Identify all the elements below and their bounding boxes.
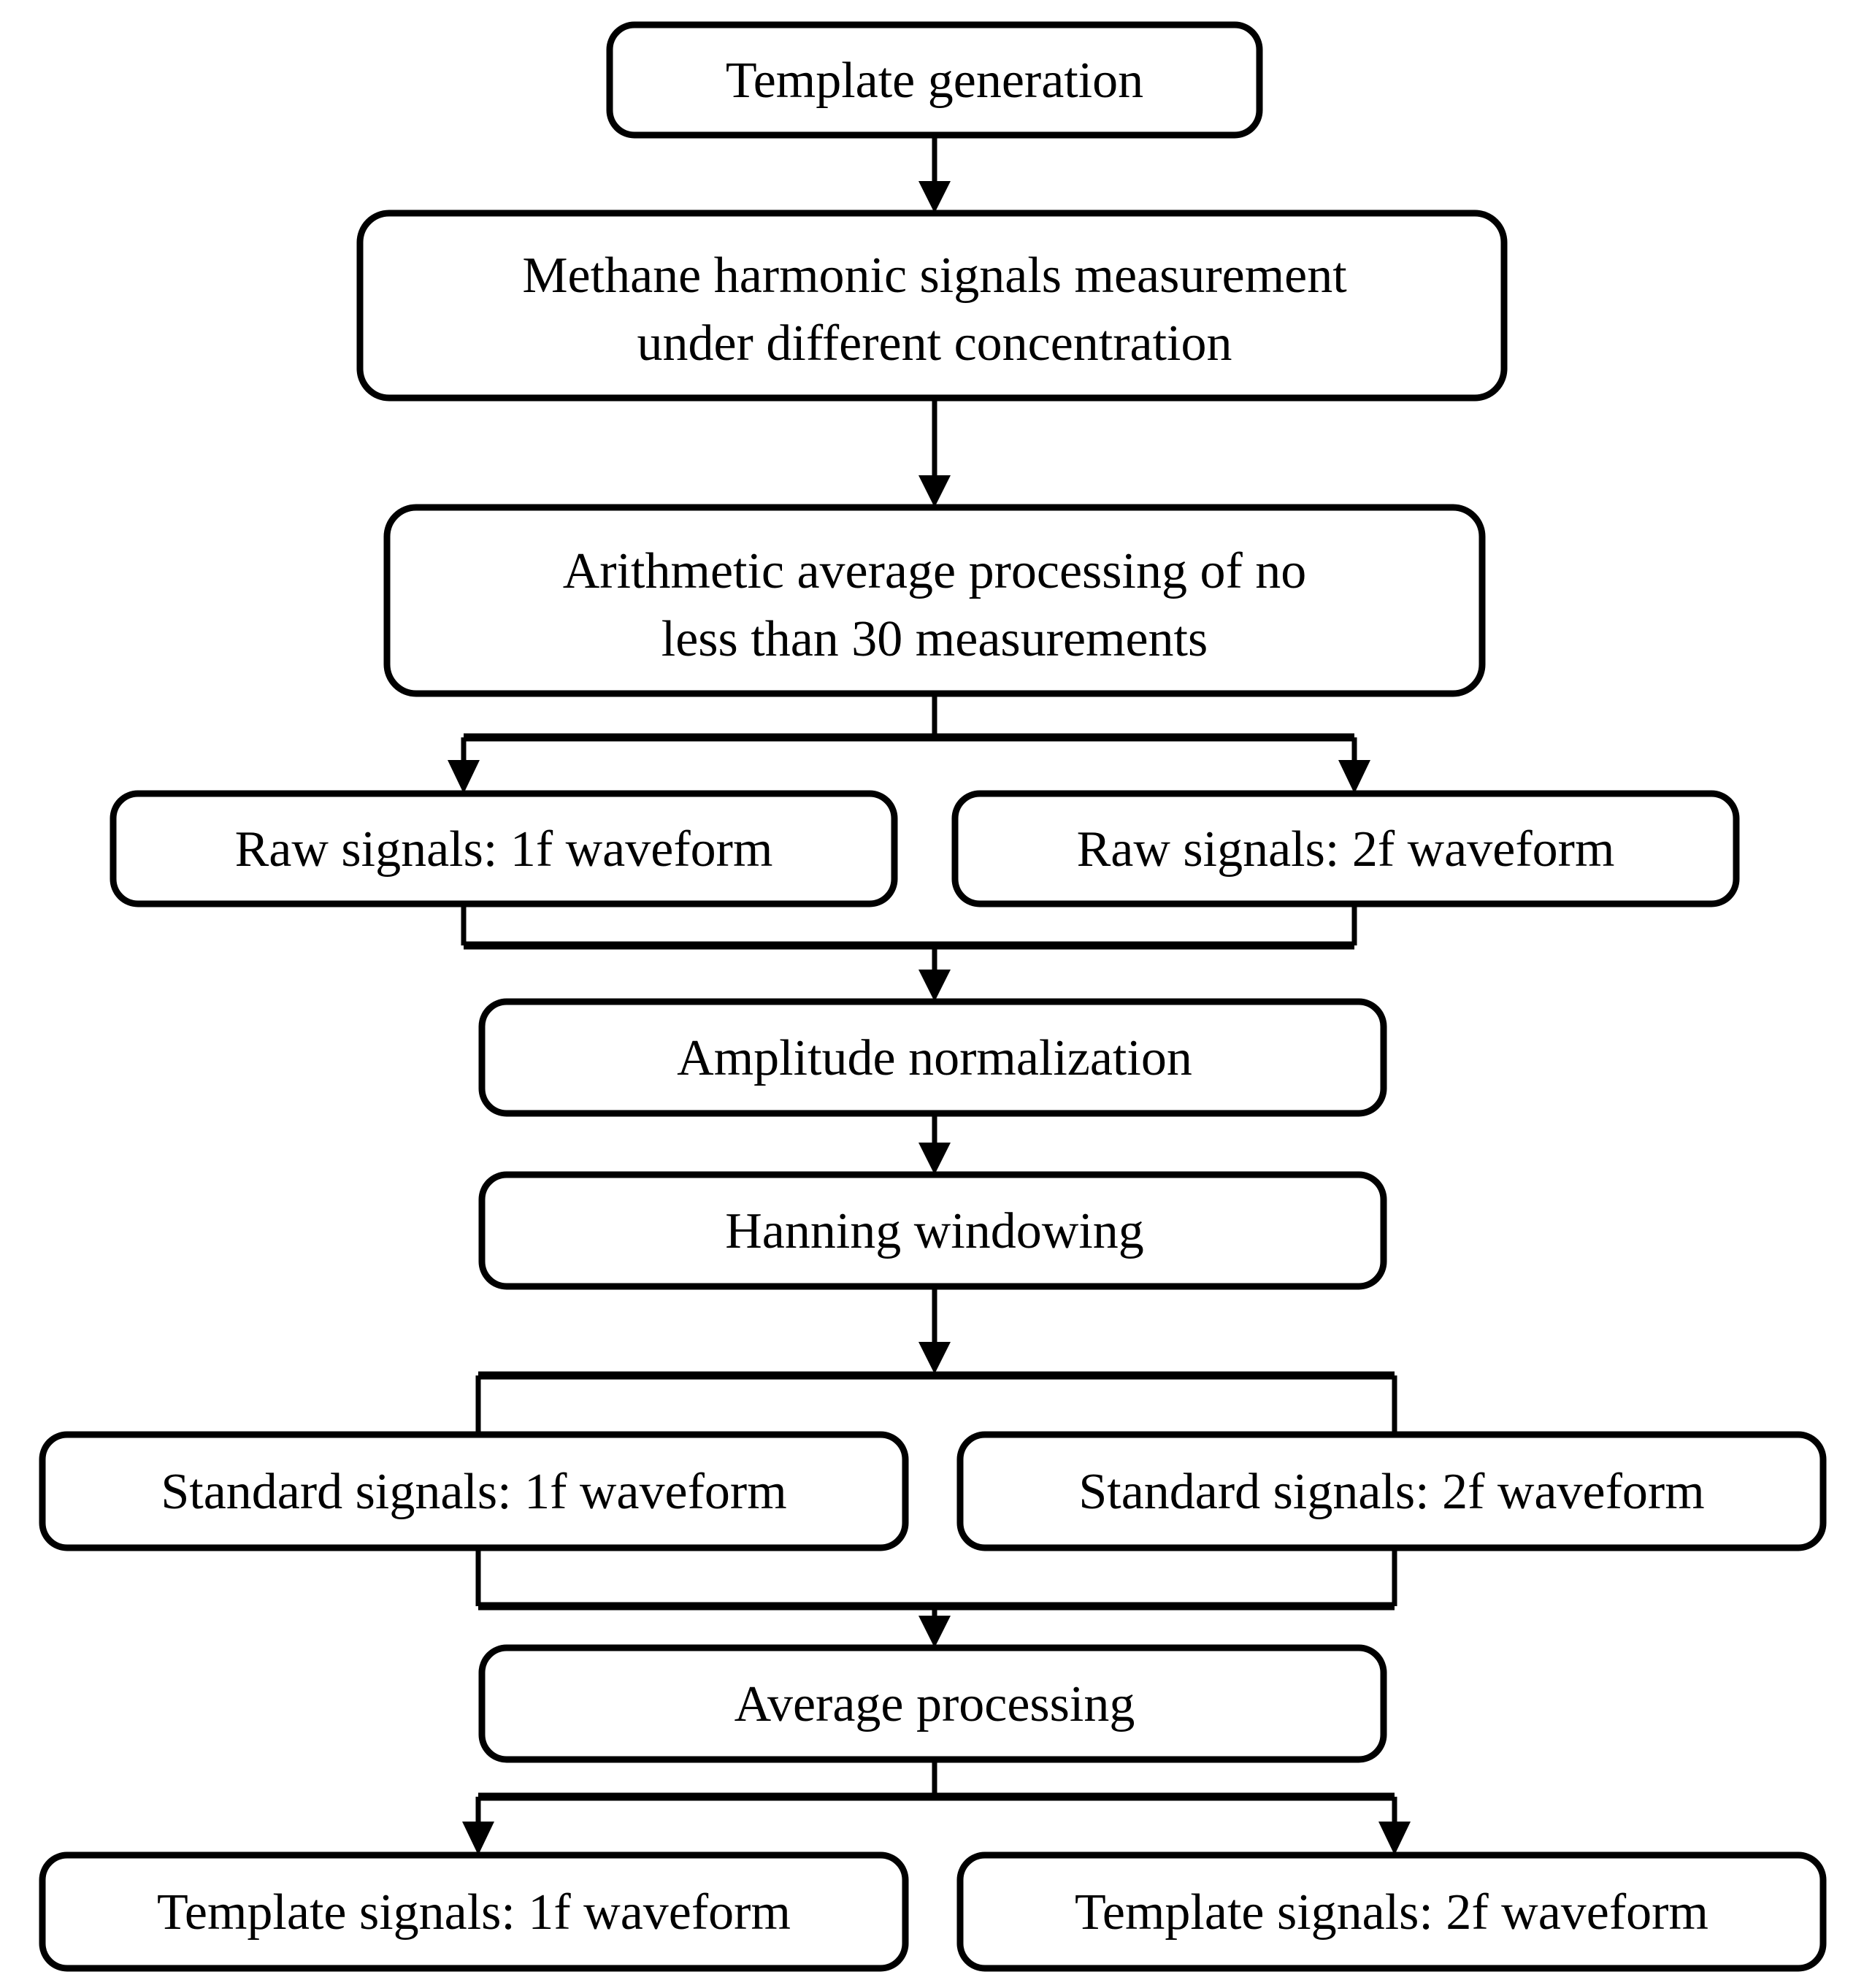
- edge-amplitude-to-hanning: [918, 1113, 951, 1175]
- node-raw-1f-shape[interactable]: [110, 790, 898, 907]
- node-template-2f-label: Template signals: 2f waveform: [1075, 1884, 1708, 1941]
- node-average-processing-shape[interactable]: [478, 1644, 1387, 1763]
- node-methane-measurement[interactable]: Methane harmonic signals measurement und…: [356, 210, 1508, 402]
- node-standard-1f-shape[interactable]: [39, 1431, 909, 1551]
- node-template-2f-shape[interactable]: [956, 1851, 1827, 1972]
- node-arithmetic-average-label-line-2: less than 30 measurements: [661, 611, 1208, 667]
- node-standard-2f-label: Standard signals: 2f waveform: [1078, 1464, 1704, 1520]
- node-arithmetic-average-label-line-1: Arithmetic average processing of no: [563, 543, 1307, 599]
- node-hanning-windowing[interactable]: Hanning windowing: [478, 1171, 1387, 1290]
- edge-hanning-split: [475, 1286, 1397, 1435]
- node-raw-2f[interactable]: Raw signals: 2f waveform: [951, 790, 1740, 907]
- node-standard-2f[interactable]: Standard signals: 2f waveform: [956, 1431, 1827, 1551]
- edge-arithmetic-split: [448, 694, 1370, 794]
- node-template-generation-shape[interactable]: [606, 21, 1263, 139]
- node-raw-2f-shape[interactable]: [951, 790, 1740, 907]
- node-hanning-windowing-label: Hanning windowing: [725, 1203, 1144, 1259]
- node-amplitude-normalization-label: Amplitude normalization: [677, 1030, 1192, 1086]
- node-template-1f[interactable]: Template signals: 1f waveform: [39, 1851, 909, 1972]
- edge-raw-merge-to-amplitude: [461, 904, 1357, 1002]
- node-arithmetic-average[interactable]: Arithmetic average processing of no less…: [383, 504, 1486, 697]
- node-methane-measurement-shape[interactable]: [356, 210, 1508, 402]
- node-amplitude-normalization[interactable]: Amplitude normalization: [478, 998, 1387, 1117]
- node-template-generation[interactable]: Template generation: [606, 21, 1263, 139]
- edge-average-split: [462, 1759, 1411, 1855]
- node-standard-1f-label: Standard signals: 1f waveform: [161, 1464, 786, 1520]
- node-template-1f-label: Template signals: 1f waveform: [157, 1884, 791, 1941]
- node-methane-measurement-label-line-2: under different concentration: [637, 315, 1232, 372]
- edge-template-generation-to-methane: [918, 135, 951, 213]
- node-hanning-windowing-shape[interactable]: [478, 1171, 1387, 1290]
- node-raw-1f-label: Raw signals: 1f waveform: [235, 821, 773, 878]
- node-arithmetic-average-shape[interactable]: [383, 504, 1486, 697]
- node-template-generation-label: Template generation: [726, 53, 1143, 109]
- node-raw-2f-label: Raw signals: 2f waveform: [1077, 821, 1615, 878]
- edge-methane-to-arithmetic: [918, 398, 951, 507]
- node-template-1f-shape[interactable]: [39, 1851, 909, 1972]
- edge-standard-merge-to-average: [475, 1548, 1397, 1648]
- node-amplitude-normalization-shape[interactable]: [478, 998, 1387, 1117]
- node-raw-1f[interactable]: Raw signals: 1f waveform: [110, 790, 898, 907]
- node-methane-measurement-label-line-1: Methane harmonic signals measurement: [522, 247, 1347, 304]
- node-average-processing[interactable]: Average processing: [478, 1644, 1387, 1763]
- node-standard-2f-shape[interactable]: [956, 1431, 1827, 1551]
- node-standard-1f[interactable]: Standard signals: 1f waveform: [39, 1431, 909, 1551]
- node-template-2f[interactable]: Template signals: 2f waveform: [956, 1851, 1827, 1972]
- node-average-processing-label: Average processing: [735, 1676, 1135, 1732]
